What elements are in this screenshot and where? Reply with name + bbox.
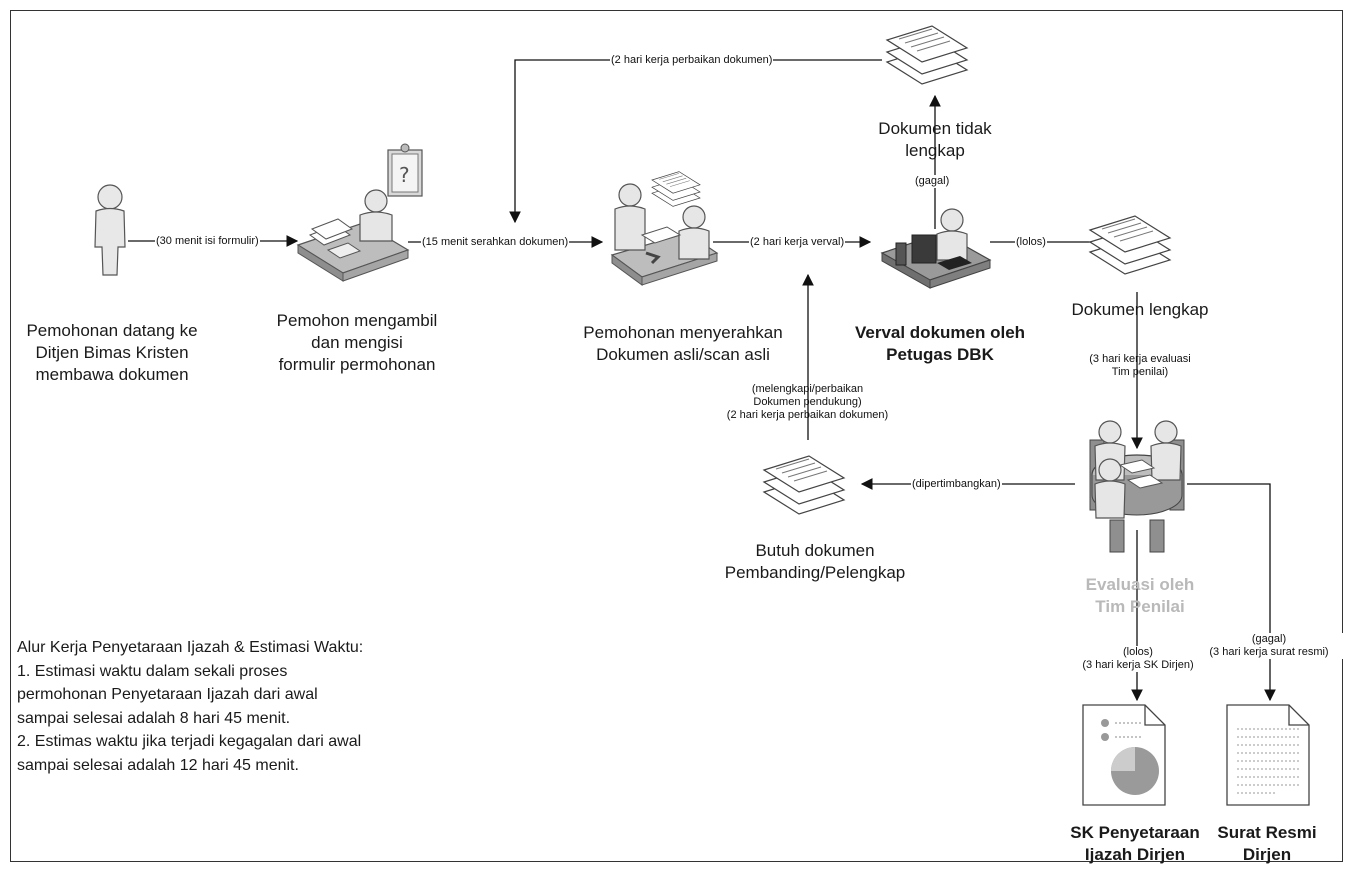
node-docs-incomplete-label: Dokumen tidak lengkap [878, 119, 992, 160]
desk-form-icon: ? [296, 143, 423, 282]
node-need-docs-label: Butuh dokumen Pembanding/Pelengkap [724, 541, 906, 582]
applicant-icon [94, 184, 126, 276]
edge-label-fill-form-time: (30 menit isi formulir) [155, 235, 260, 248]
clipboard-icon: ? [387, 143, 423, 197]
edge-label-submit-time: (15 menit serahkan dokumen) [421, 236, 570, 249]
letter-document-icon [1226, 704, 1310, 806]
docstack-incomplete-icon [886, 25, 968, 85]
node-submit-docs-label: Pemohonan menyerahkan Dokumen asli/scan … [583, 323, 783, 364]
docstack-need-icon [763, 455, 845, 515]
node-sk-output-label: SK Penyetaraan Ijazah Dirjen [1070, 823, 1200, 864]
edge-label-considered: (dipertimbangkan) [911, 478, 1002, 491]
docstack-complete-icon [1089, 215, 1171, 275]
notes-line: 2. Estimas waktu jika terjadi kegagalan … [17, 733, 362, 750]
edge-label-pass: (lolos) [1015, 236, 1047, 249]
verval-desk-icon [880, 208, 992, 289]
node-docs-complete-label: Dokumen lengkap [1071, 300, 1209, 319]
edge-label-sk-pass: (lolos) (3 hari kerja SK Dirjen) [1068, 646, 1208, 672]
notes-line: sampai selesai adalah 12 hari 45 menit. [17, 756, 299, 774]
edge-label-verval-time: (2 hari kerja verval) [749, 236, 846, 249]
notes-line: 1. Estimasi waktu dalam sekali proses [17, 662, 288, 680]
desk-handover-icon [610, 183, 719, 286]
notes-line: Alur Kerja Penyetaraan Ijazah & Estimasi… [17, 639, 364, 656]
edge-label-supplement: (melengkapi/perbaikan Dokumen pendukung)… [726, 383, 889, 421]
edge-label-fail: (gagal) [914, 175, 951, 188]
node-fill-form-label: Pemohon mengambil dan mengisi formulir p… [276, 311, 438, 374]
notes-line: permohonan Penyetaraan Ijazah dari awal [17, 686, 318, 703]
diagram-frame [10, 10, 1343, 862]
edge-eval-to-letter [1187, 483, 1276, 702]
node-verval-label: Verval dokumen oleh Petugas DBK [854, 323, 1026, 364]
docstack-submit-icon [651, 171, 701, 207]
edge-label-letter-fail: (gagal) (3 hari kerja surat resmi) [1194, 633, 1344, 659]
workflow-notes: Alur Kerja Penyetaraan Ijazah & Estimasi… [17, 636, 363, 777]
edge-label-eval-time: (3 hari kerja evaluasi Tim penilai) [1089, 353, 1191, 378]
svg-text:?: ? [399, 163, 410, 187]
notes-line: sampai selesai adalah 8 hari 45 menit. [17, 709, 291, 727]
meeting-table-icon [1089, 420, 1185, 553]
edge-label-fix-docs-time: (2 hari kerja perbaikan dokumen) [610, 54, 774, 67]
node-letter-output-label: Surat Resmi Dirjen [1217, 823, 1317, 864]
sk-document-icon [1082, 704, 1166, 806]
node-evaluation-label: Evaluasi oleh Tim Penilai [1085, 575, 1195, 616]
node-applicant-label: Pemohonan datang ke Ditjen Bimas Kristen… [26, 321, 198, 384]
